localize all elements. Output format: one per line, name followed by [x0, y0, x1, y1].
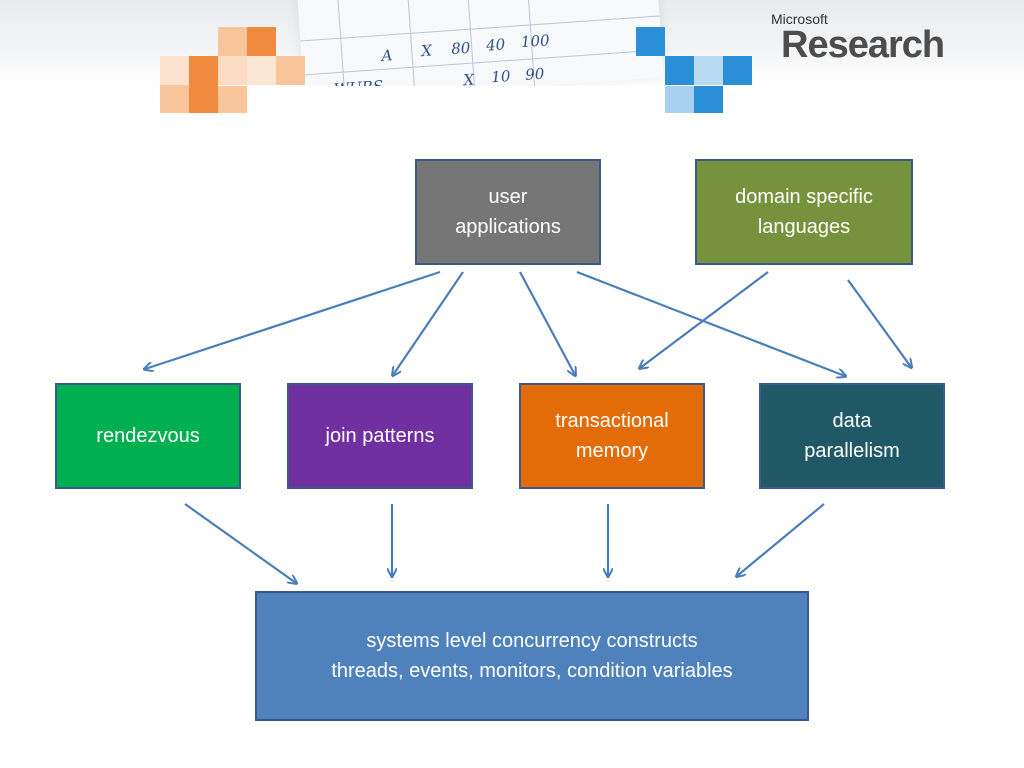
node-join-patterns: join patterns — [287, 383, 473, 489]
node-transactional-memory: transactional memory — [519, 383, 705, 489]
decorative-square — [218, 86, 247, 113]
node-label: join patterns — [325, 425, 435, 447]
arrow-domain-specific-languages-to-transactional-memory — [640, 271, 769, 368]
node-domain-specific-languages: domain specific languages — [695, 159, 913, 265]
arrow-user-applications-to-rendezvous — [145, 270, 441, 369]
node-data-parallelism: data parallelism — [759, 383, 945, 489]
arrow-user-applications-to-data-parallelism — [576, 270, 845, 376]
node-user-applications: user applications — [415, 159, 601, 265]
header-banner: A X 80 40 100 X 10 90 WURS Microsoft Res… — [0, 0, 1024, 86]
decorative-square — [723, 56, 752, 85]
node-label: languages — [757, 216, 851, 238]
node-label: applications — [455, 216, 561, 238]
arrow-user-applications-to-join-patterns — [393, 271, 464, 375]
node-label: rendezvous — [96, 425, 200, 447]
node-systems-level-concurrency: systems level concurrency constructs thre… — [255, 591, 809, 721]
node-label: data — [832, 410, 872, 432]
node-rendezvous: rendezvous — [55, 383, 241, 489]
decorative-square — [636, 27, 665, 56]
decorative-square — [160, 56, 189, 85]
node-label: systems level concurrency constructs — [366, 630, 698, 652]
arrow-rendezvous-to-systems-level — [184, 503, 296, 583]
decorative-square — [189, 85, 218, 86]
decorative-square — [160, 85, 189, 86]
decorative-square — [160, 86, 189, 113]
arrow-user-applications-to-transactional-memory — [519, 271, 575, 375]
decorative-square — [665, 86, 694, 113]
decorative-square — [218, 27, 247, 56]
node-label: domain specific — [735, 186, 873, 208]
microsoft-logo-text: Microsoft — [771, 11, 828, 27]
decorative-square — [694, 56, 723, 85]
decorative-square — [218, 56, 247, 85]
decorative-square — [189, 56, 218, 85]
decorative-square — [247, 27, 276, 56]
node-label: transactional — [555, 410, 669, 432]
decorative-square — [694, 86, 723, 113]
node-label: threads, events, monitors, condition var… — [331, 660, 733, 682]
decorative-square — [247, 56, 276, 85]
decorative-square — [189, 86, 218, 113]
node-label: user — [488, 186, 528, 208]
node-label: memory — [575, 440, 649, 462]
arrow-domain-specific-languages-to-data-parallelism — [847, 279, 911, 367]
node-label: parallelism — [804, 440, 900, 462]
research-logo-text: Research — [781, 24, 945, 66]
decorative-square — [665, 56, 694, 85]
arrow-data-parallelism-to-systems-level — [737, 503, 825, 576]
decorative-square — [276, 56, 305, 85]
